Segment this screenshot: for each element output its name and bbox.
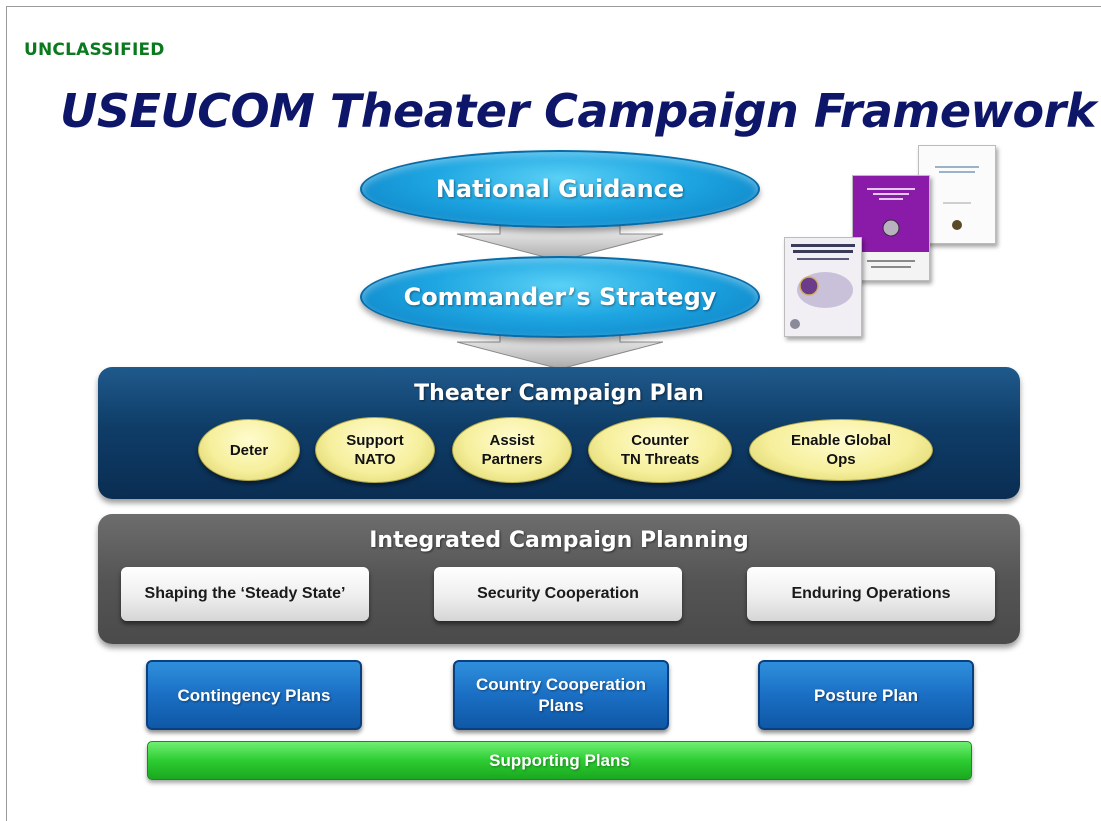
goal-enable-global-ops: Enable Global Ops [749,419,933,481]
integrated-campaign-planning-title: Integrated Campaign Planning [369,528,749,553]
supporting-plans-bar: Supporting Plans [147,741,972,780]
page-title: USEUCOM Theater Campaign Framework [60,84,1096,138]
down-arrow-1 [456,226,664,262]
goal-assist-partners: Assist Partners [452,417,572,483]
goal-deter: Deter [198,419,300,481]
posture-plan-box: Posture Plan [758,660,974,730]
frame-top-border [6,6,1101,7]
country-cooperation-plans-box: Country Cooperation Plans [453,660,669,730]
security-cooperation-box: Security Cooperation [434,567,682,621]
strategy-documents-illustration [780,145,1000,340]
down-arrow-2 [456,334,664,370]
theater-campaign-plan-title: Theater Campaign Plan [414,381,704,406]
goal-support-nato: Support NATO [315,417,435,483]
contingency-plans-box: Contingency Plans [146,660,362,730]
national-security-strategy-document [918,145,996,244]
theater-strategy-document [784,237,862,337]
commanders-strategy-oval: Commander’s Strategy [360,256,760,338]
classification-marking: UNCLASSIFIED [24,40,165,60]
frame-left-border [6,6,7,821]
shaping-steady-state-box: Shaping the ‘Steady State’ [121,567,369,621]
enduring-operations-box: Enduring Operations [747,567,995,621]
goal-counter-tn-threats: Counter TN Threats [588,417,732,483]
national-guidance-oval: National Guidance [360,150,760,228]
national-military-strategy-document [852,175,930,281]
